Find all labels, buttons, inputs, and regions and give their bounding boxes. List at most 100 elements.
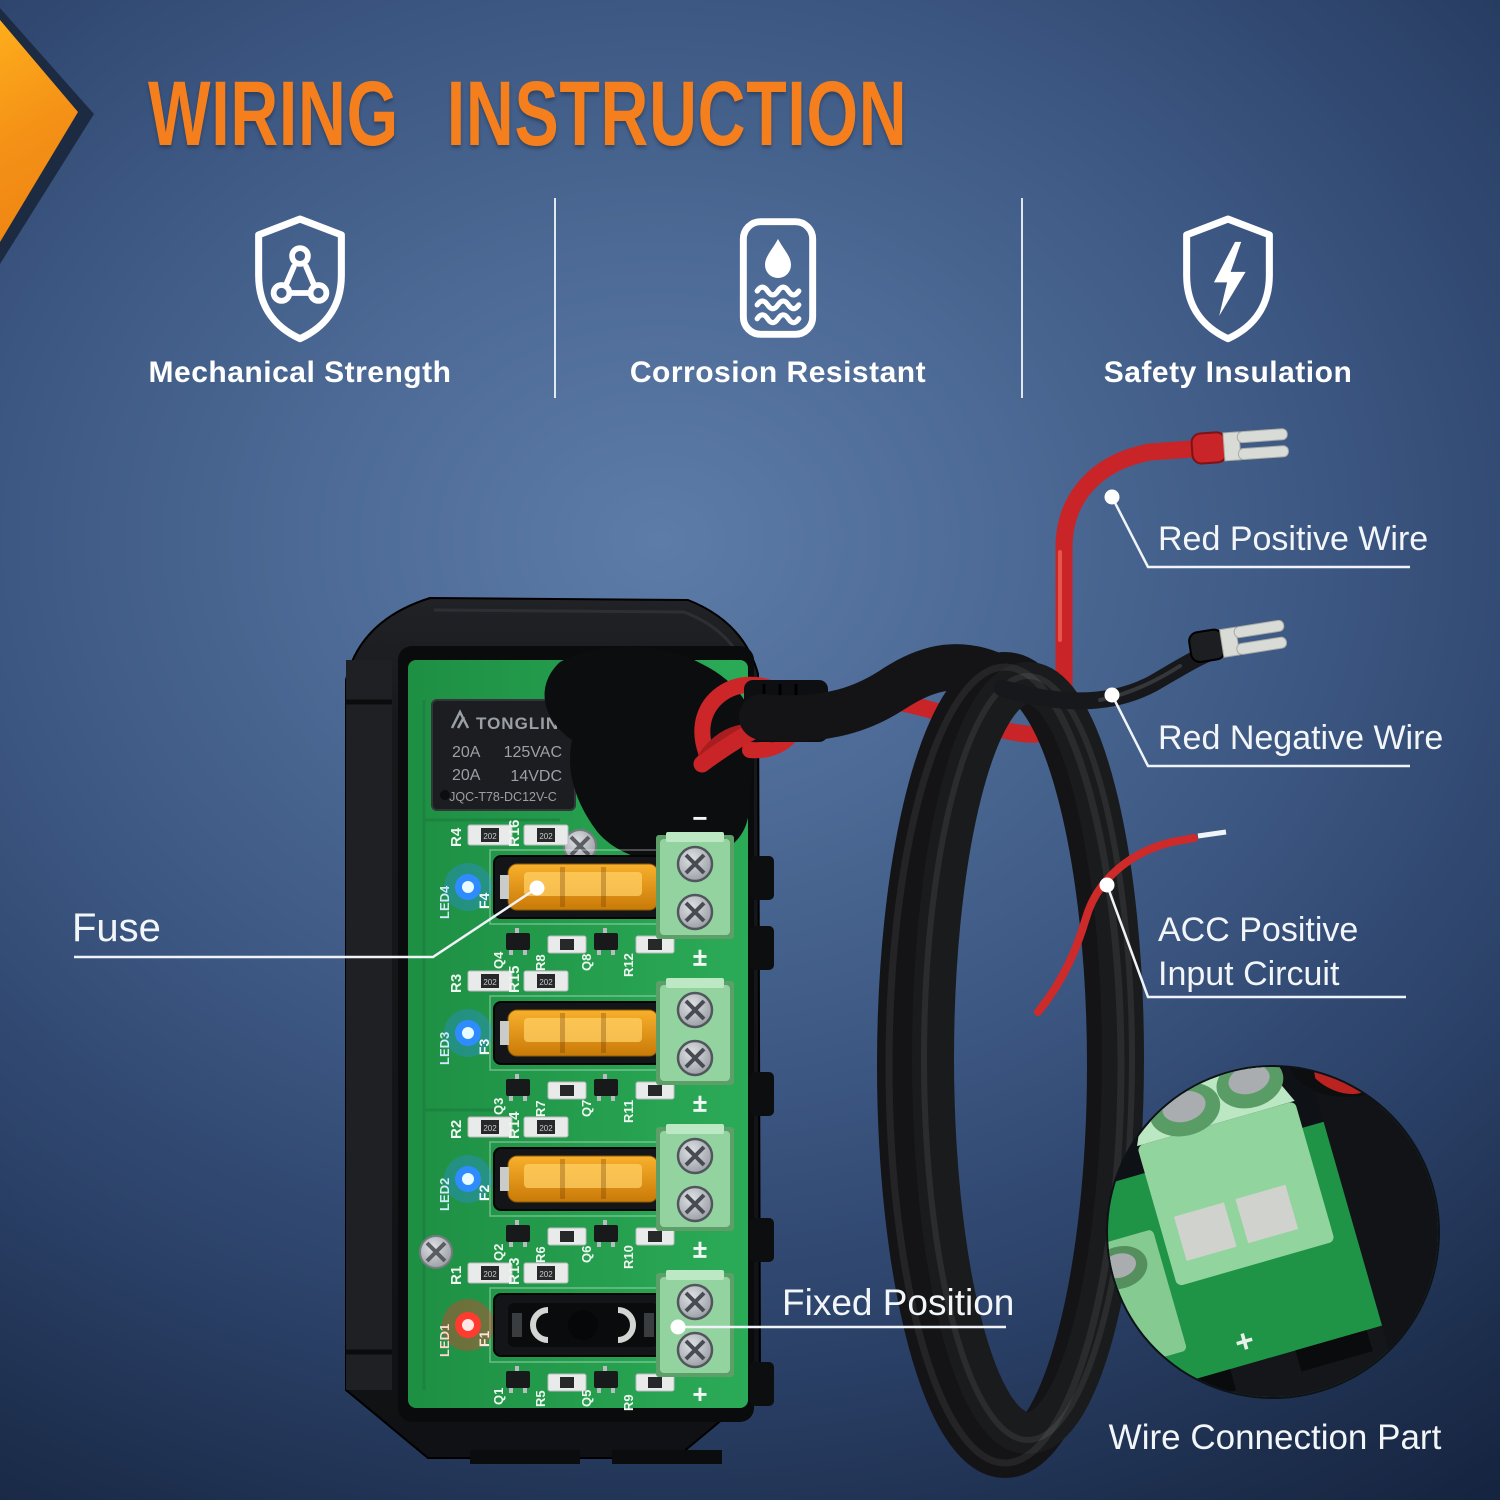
silkscreen-label: R13 — [506, 1257, 523, 1285]
resistor-code: 202 — [483, 1124, 497, 1133]
shield-nodes-icon — [255, 215, 345, 343]
feature-corrosion-resistant: Corrosion Resistant — [588, 212, 968, 390]
silkscreen-label: R5 — [533, 1390, 548, 1407]
silkscreen-label: R1 — [448, 1266, 465, 1285]
fuse-label: F2 — [476, 1184, 492, 1201]
terminal-block — [656, 978, 734, 1085]
relay-current-2: 20A — [452, 767, 481, 784]
terminal-block — [656, 1124, 734, 1231]
feature-label: Mechanical Strength — [148, 356, 452, 389]
silkscreen-label: Q4 — [491, 951, 506, 969]
fuse-clip — [617, 1307, 636, 1343]
resistor-code: 202 — [539, 1270, 553, 1279]
relay-brand: TONGLING — [476, 714, 573, 733]
relay-voltage-1: 125VAC — [504, 744, 562, 761]
resistor-code: 202 — [483, 1270, 497, 1279]
relay: TONGLING 20A 125VAC 20A 14VDC JQC-T78-DC… — [431, 699, 576, 811]
silkscreen-label: R10 — [621, 1245, 636, 1269]
polarity-minus: − — [692, 803, 707, 833]
board-screw — [419, 829, 597, 1269]
silkscreen-label: R2 — [448, 1120, 465, 1139]
black-negative-wire — [993, 619, 1287, 710]
silkscreen-label: Q5 — [579, 1390, 594, 1407]
silkscreen-label: R3 — [448, 974, 465, 993]
polarity-plus: + — [692, 1379, 707, 1409]
silkscreen-label: R16 — [506, 819, 523, 847]
callout-acc-input: ACC Positive Input Circuit — [1158, 908, 1358, 996]
feature-mechanical-strength: Mechanical Strength — [100, 212, 500, 390]
red-positive-leader-line — [1110, 496, 1410, 569]
silkscreen-label: R11 — [621, 1100, 636, 1123]
fork-terminal-black — [1188, 619, 1287, 664]
feature-divider — [1021, 198, 1023, 398]
callout-fixed-position: Fixed Position — [782, 1282, 1015, 1323]
resistor-code: 202 — [483, 978, 497, 987]
relay-model: JQC-T78-DC12V-C — [449, 790, 557, 804]
silkscreen-label: R8 — [533, 954, 548, 971]
fuse-label: F1 — [476, 1330, 492, 1347]
inset-caption: Wire Connection Part — [1108, 1418, 1442, 1457]
silkscreen-label: R6 — [533, 1246, 548, 1263]
fork-terminal-red — [1190, 428, 1289, 465]
led-label: LED2 — [437, 1178, 452, 1211]
callout-red-positive-wire: Red Positive Wire — [1158, 520, 1429, 558]
callout-red-negative-wire: Red Negative Wire — [1158, 719, 1444, 757]
fuse-leader-line — [74, 886, 538, 959]
feature-row: Mechanical Strength Corrosion Resistant … — [0, 212, 1500, 412]
status-led-blue — [462, 1027, 474, 1039]
feature-label: Safety Insulation — [1103, 356, 1353, 389]
fuse-channel-2: 202 202 R2 R14 LED2 F2 Q2 R6 Q6 — [437, 1095, 734, 1269]
fuse-channel-1: 202 202 R1 R13 LED1 F1 Q1 R5 Q5 — [437, 1241, 734, 1411]
feature-divider — [554, 198, 556, 398]
silkscreen-label: R9 — [621, 1394, 636, 1411]
water-drop-waves-icon — [739, 218, 817, 338]
silkscreen-label: R15 — [506, 965, 523, 993]
relay-current-1: 20A — [452, 744, 481, 761]
silkscreen-label: R12 — [621, 953, 636, 977]
acc-leader-line — [1105, 884, 1406, 999]
fuse-channel-4: 202 202 R4 R16 LED4 F4 Q4 R8 Q8 — [437, 803, 734, 977]
terminal-block — [656, 1270, 734, 1377]
fuse-label: F3 — [476, 1038, 492, 1055]
resistor-code: 202 — [539, 832, 553, 841]
polarity-minus: − — [692, 949, 707, 979]
callout-acc-line2: Input Circuit — [1158, 955, 1340, 993]
led-label: LED3 — [437, 1032, 452, 1065]
silkscreen-label: Q8 — [579, 954, 594, 971]
inset-terminal-block-large — [1137, 1067, 1334, 1286]
status-led-blue — [462, 881, 474, 893]
case-side-tabs — [750, 856, 774, 1406]
led-label: LED1 — [437, 1324, 452, 1357]
fuse-clip — [530, 1307, 549, 1343]
silkscreen-label: Q6 — [579, 1246, 594, 1263]
resistor-code: 202 — [483, 832, 497, 841]
feature-label: Corrosion Resistant — [629, 356, 927, 389]
led-label: LED4 — [437, 885, 452, 919]
polarity-plus: + — [692, 1087, 707, 1117]
feature-safety-insulation: Safety Insulation — [1028, 212, 1428, 390]
case-hinge-strip — [346, 660, 392, 1390]
black-cable-coil — [739, 644, 1144, 1478]
silkscreen-label: Q3 — [491, 1098, 506, 1115]
acc-input-wire — [1034, 834, 1198, 1016]
fuse-channel-3: 202 202 R3 R15 LED3 F3 Q3 R7 Q7 — [437, 949, 734, 1123]
silkscreen-label: Q1 — [491, 1388, 506, 1405]
resistor-code: 202 — [539, 978, 553, 987]
silkscreen-label: R4 — [448, 827, 465, 847]
terminal-block — [656, 832, 734, 939]
polarity-minus: − — [692, 1095, 707, 1125]
relay-voltage-2: 14VDC — [510, 768, 562, 785]
callout-dots — [529, 489, 1120, 1335]
page-title: WIRING INSTRUCTION — [148, 63, 908, 165]
silkscreen-label: R7 — [533, 1100, 548, 1117]
status-led-blue — [462, 1173, 474, 1185]
fuse-label: F4 — [476, 892, 492, 909]
silkscreen-label: Q2 — [491, 1244, 506, 1261]
polarity-minus: − — [692, 1241, 707, 1271]
resistor-code: 202 — [539, 1124, 553, 1133]
silkscreen-label: Q7 — [579, 1100, 594, 1117]
callout-leader-lines — [74, 496, 1410, 1329]
polarity-plus: + — [692, 941, 707, 971]
